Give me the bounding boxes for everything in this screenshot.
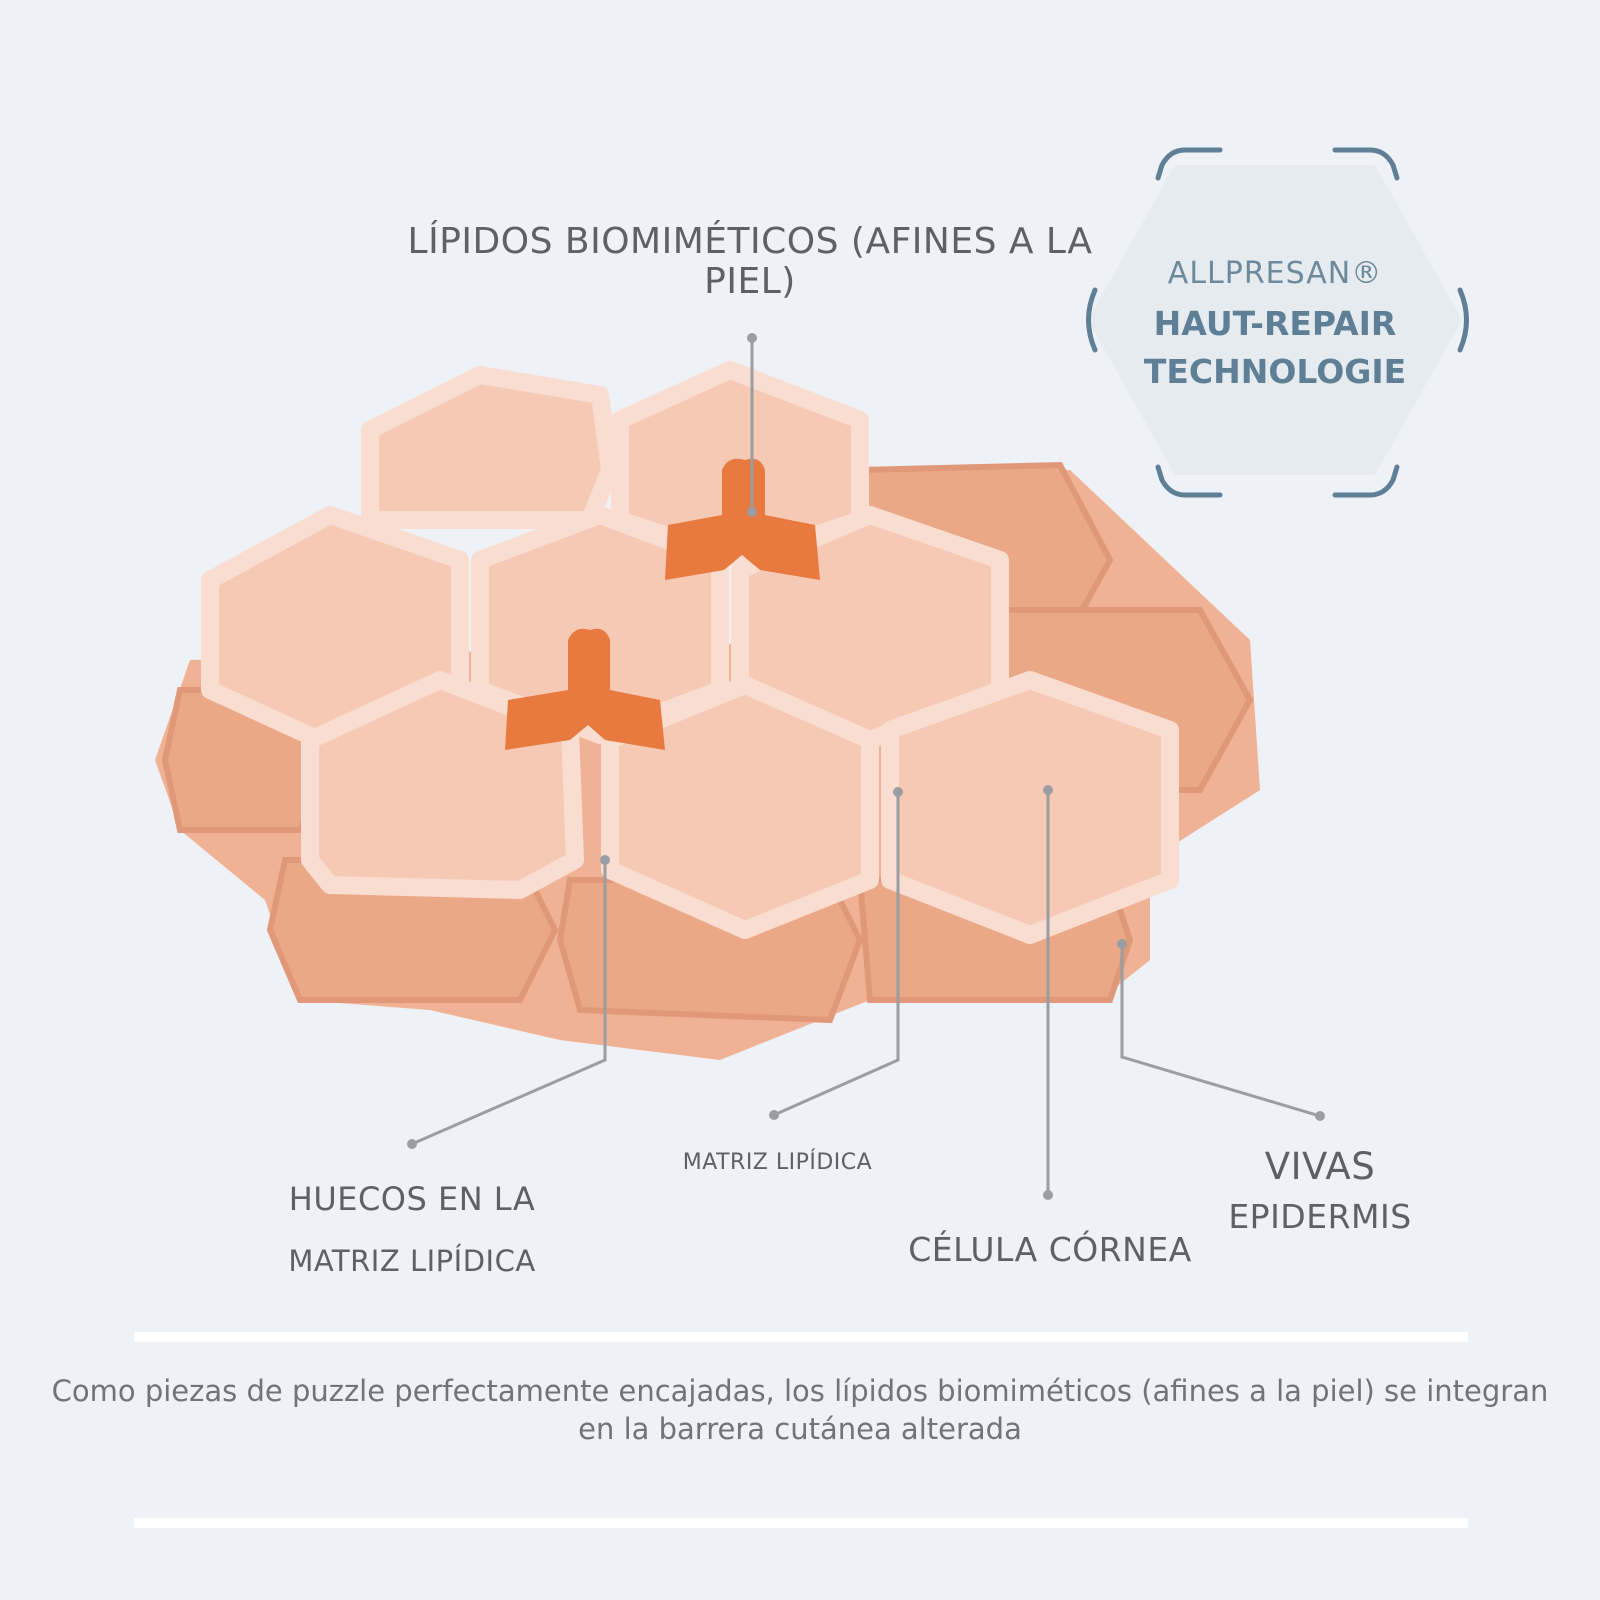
badge-hexagon [1088,165,1462,475]
bracket-icon-top-left [1155,147,1223,181]
leader-line-matriz [773,792,900,1117]
badge-brand: ALLPRESAN® [1167,256,1383,291]
badge-line1: HAUT-REPAIR [1153,304,1397,343]
badge-line2: TECHNOLOGIE [1143,352,1407,391]
leader-lines [411,338,1321,1195]
biomimetic-lipid-pieces [505,458,820,750]
label-huecos-line2: MATRIZ LIPÍDICA [288,1244,536,1278]
label-vivas-line2: EPIDERMIS [1228,1197,1412,1236]
corneocyte-layer [201,361,1179,944]
bracket-icon-bottom-left [1155,464,1223,498]
corneocyte-cell [601,676,879,939]
bracket-icon-top-right [1332,147,1400,181]
bracket-icon-left [1086,287,1098,353]
label-lipidos-biomimeticos: LÍPIDOS BIOMIMÉTICOS (AFINES A LA PIEL) [400,222,1100,302]
leader-line-vivas [1120,944,1321,1118]
label-huecos-line1: HUECOS EN LA [288,1180,536,1218]
corneocyte-cell [361,366,619,529]
lipid-piece [665,458,820,580]
label-vivas-epidermis: VIVAS EPIDERMIS [1210,1142,1430,1242]
caption-text: Como piezas de puzzle perfectamente enca… [51,1374,1549,1446]
label-vivas-line1: VIVAS [1264,1145,1376,1188]
label-lipidos-line2: PIEL) [704,261,796,302]
divider-top [134,1332,1468,1342]
divider-bottom [134,1518,1468,1528]
leader-line-huecos [411,860,607,1146]
label-lipidos-line1: LÍPIDOS BIOMIMÉTICOS (AFINES A LA [407,221,1093,262]
bracket-icon-bottom-right [1332,464,1400,498]
badge-emblem [1086,147,1469,498]
leader-dots [407,333,1325,1200]
label-celula-cornea: CÉLULA CÓRNEA [908,1230,1192,1269]
corneocyte-cell [881,671,1179,944]
lipid-piece [505,628,665,750]
label-matriz-lipidica: MATRIZ LIPÍDICA [682,1150,873,1175]
label-huecos: HUECOS EN LA MATRIZ LIPÍDICA [272,1168,552,1292]
bracket-icon-right [1457,287,1469,353]
